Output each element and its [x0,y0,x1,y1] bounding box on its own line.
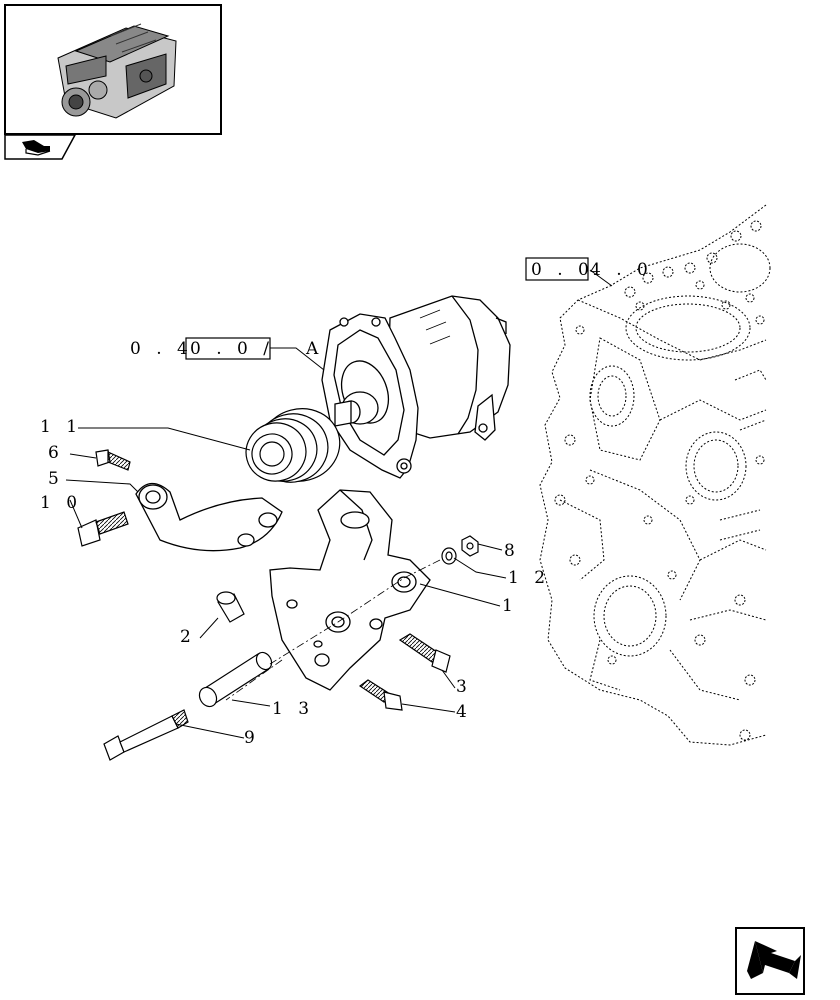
block-ref-code: 0 . 0 [531,260,594,280]
callout-8[interactable]: 8 [504,541,515,561]
bolt-9 [103,709,189,761]
engine-thumbnail [4,4,222,135]
callout-3[interactable]: 3 [456,677,467,697]
engine-block-bolt-holes [554,220,765,741]
callout-4[interactable]: 4 [456,702,467,722]
callout-13[interactable]: 1 3 [272,699,314,719]
alternator-ref-prefix: 0 . 4 [130,339,193,359]
bolt-4 [358,679,403,711]
bolt-10 [77,511,129,547]
next-page-arrow-icon [747,941,801,979]
mounting-bracket-1 [269,489,431,691]
next-page-button[interactable] [735,927,805,995]
alternator-ref-box[interactable] [185,337,271,360]
leader-lines [65,269,613,739]
bracket-5 [135,482,283,552]
section-tab-icon[interactable] [4,134,76,160]
bolt-6 [95,449,131,471]
nut-8 [461,535,479,557]
alternator-reference[interactable]: 0 . 4 0 . 0 / A [130,337,323,360]
block-ref-box[interactable] [525,257,589,281]
sleeve-13 [198,651,273,708]
callout-1[interactable]: 1 [502,596,513,616]
spacer-2 [216,591,245,623]
callout-9[interactable]: 9 [244,728,255,748]
callout-12[interactable]: 1 2 [508,568,550,588]
engine-thumbnail-icon [57,23,177,119]
washer-12 [441,547,457,565]
alternator-ref-suffix: A [305,339,323,359]
assembly-axis-lines [225,559,441,701]
block-reference[interactable]: 0 . 0 4 . 0 [525,257,653,281]
callout-10[interactable]: 1 0 [40,493,82,513]
callout-2[interactable]: 2 [180,627,191,647]
engine-block-outline [539,204,771,746]
block-ref-suffix: 4 . 0 [590,260,653,280]
alternator-ref-code: 0 . 0 / [190,339,274,359]
callout-labels: 1 1 6 5 1 0 2 9 1 3 4 3 1 1 2 8 [40,417,550,748]
callout-5[interactable]: 5 [48,469,59,489]
pulley [245,408,341,483]
bolt-3 [398,633,451,673]
alternator [321,295,511,479]
callout-11[interactable]: 1 1 [40,417,82,437]
callout-6[interactable]: 6 [48,443,59,463]
